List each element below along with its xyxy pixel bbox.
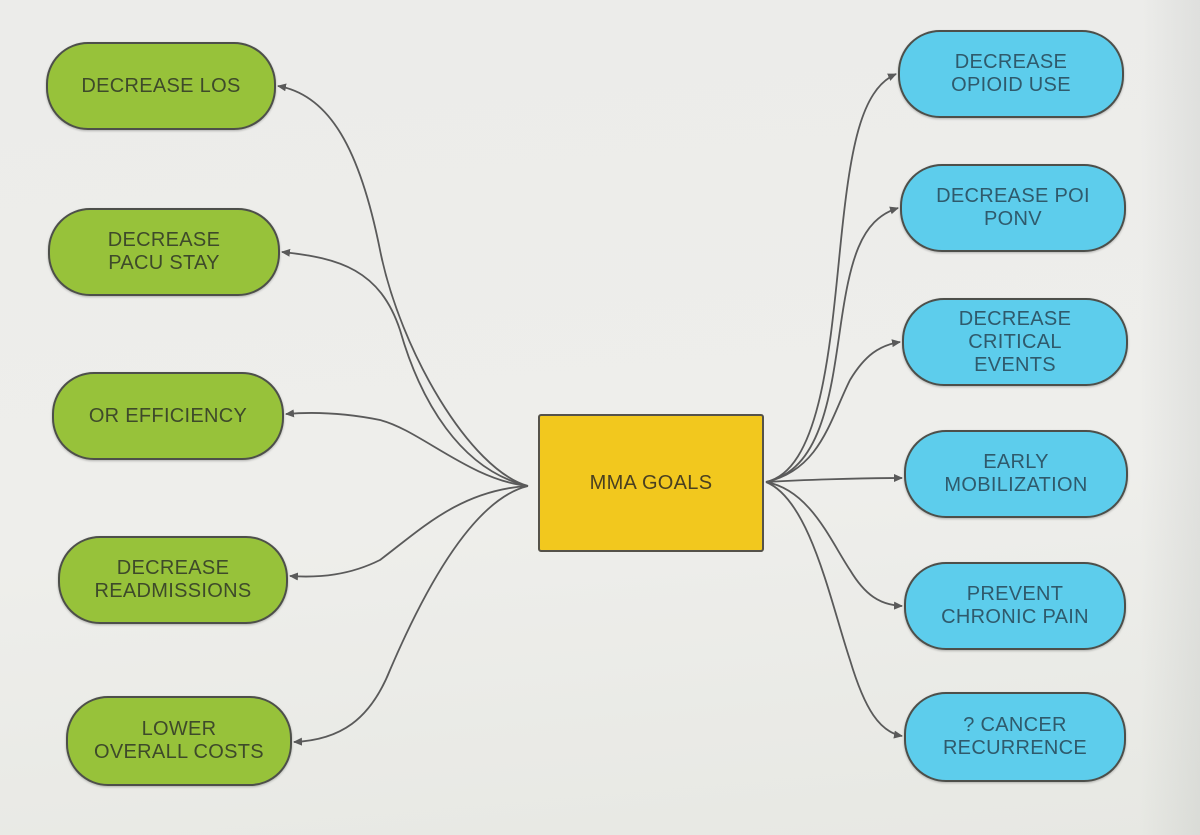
- goal-node-decrease-opioid-use[interactable]: DECREASE OPIOID USE: [898, 30, 1124, 118]
- connector-or-efficiency: [285, 409, 529, 487]
- center-node-mma-goals[interactable]: MMA GOALS: [538, 414, 764, 552]
- goal-label: PREVENT CHRONIC PAIN: [941, 583, 1089, 628]
- goal-node-decrease-los[interactable]: DECREASE LOS: [46, 42, 276, 130]
- screen-edge-shadow: [1140, 0, 1200, 835]
- goal-label: DECREASE LOS: [81, 74, 241, 97]
- connector-lower-overall-costs: [293, 485, 529, 746]
- connector-decrease-critical-events: [765, 339, 901, 483]
- goal-label: DECREASE POI PONV: [936, 185, 1090, 230]
- goal-node-prevent-chronic-pain[interactable]: PREVENT CHRONIC PAIN: [904, 562, 1126, 650]
- goal-node-decrease-poi-ponv[interactable]: DECREASE POI PONV: [900, 164, 1126, 252]
- connector-decrease-los: [277, 83, 529, 487]
- connector-cancer-recurrence: [765, 481, 903, 739]
- goal-node-lower-overall-costs[interactable]: LOWER OVERALL COSTS: [66, 696, 292, 786]
- goal-label: LOWER OVERALL COSTS: [94, 718, 264, 763]
- goal-node-decrease-readmissions[interactable]: DECREASE READMISSIONS: [58, 536, 288, 624]
- connector-prevent-chronic-pain: [765, 481, 903, 610]
- connector-decrease-opioid-use: [765, 73, 897, 483]
- goal-node-or-efficiency[interactable]: OR EFFICIENCY: [52, 372, 284, 460]
- connector-decrease-readmissions: [289, 485, 529, 581]
- goal-node-early-mobilization[interactable]: EARLY MOBILIZATION: [904, 430, 1128, 518]
- goal-node-decrease-pacu-stay[interactable]: DECREASE PACU STAY: [48, 208, 280, 296]
- goal-label: OR EFFICIENCY: [88, 404, 248, 427]
- goal-label: ? CANCER RECURRENCE: [942, 714, 1088, 759]
- goal-label: EARLY MOBILIZATION: [944, 451, 1088, 496]
- goal-label: DECREASE CRITICAL EVENTS: [958, 307, 1072, 376]
- connector-early-mobilization: [765, 474, 903, 483]
- goal-label: DECREASE OPIOID USE: [951, 51, 1071, 96]
- connector-decrease-poi-ponv: [765, 206, 899, 483]
- goal-node-cancer-recurrence[interactable]: ? CANCER RECURRENCE: [904, 692, 1126, 782]
- connector-decrease-pacu-stay: [281, 248, 529, 487]
- goal-label: DECREASE PACU STAY: [107, 229, 221, 274]
- goal-label: DECREASE READMISSIONS: [94, 557, 252, 602]
- goal-node-decrease-critical-events[interactable]: DECREASE CRITICAL EVENTS: [902, 298, 1128, 386]
- center-node-label: MMA GOALS: [589, 471, 713, 494]
